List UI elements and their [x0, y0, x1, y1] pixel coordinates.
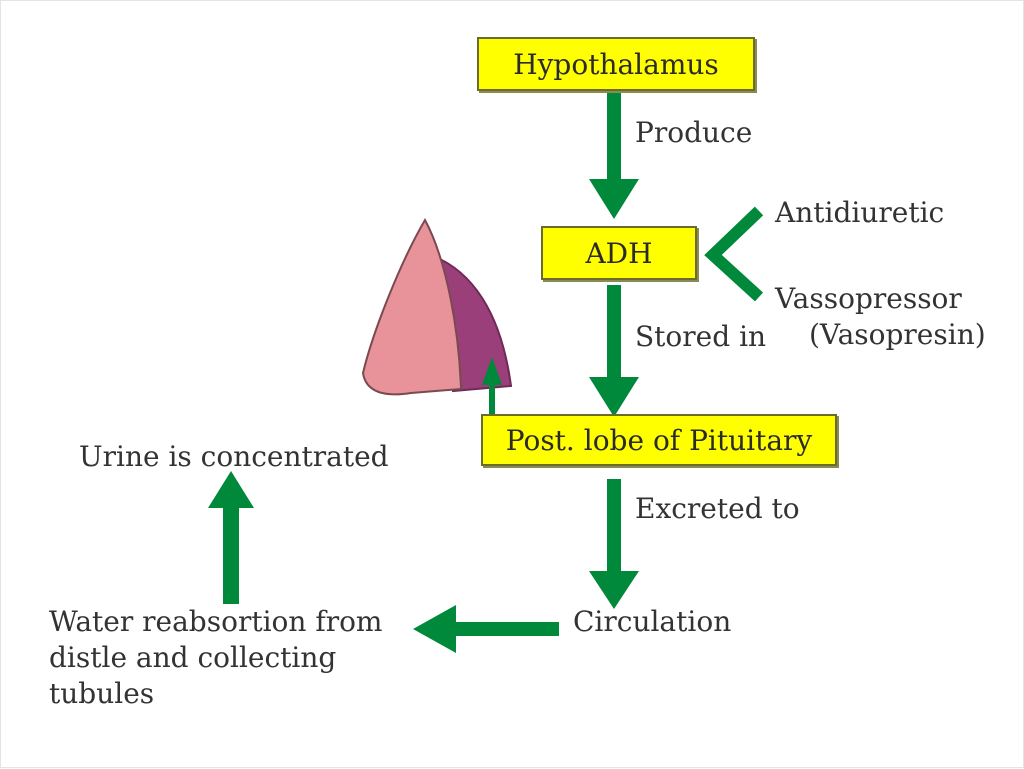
post-lobe-pituitary-box: Post. lobe of Pituitary [481, 414, 837, 466]
arrow-excreted-to [589, 479, 639, 609]
hypothalamus-label: Hypothalamus [513, 47, 719, 81]
arrow-produce [589, 93, 639, 219]
hypothalamus-box: Hypothalamus [477, 37, 755, 91]
circulation-label: Circulation [573, 605, 732, 638]
pituitary-gland-icon [361, 217, 513, 396]
water-reabsorption-line-1: Water reabsortion from [49, 605, 383, 638]
post-lobe-label: Post. lobe of Pituitary [505, 423, 813, 457]
water-reabsorption-line-2: distle and collecting [49, 641, 337, 674]
urine-concentrated-label: Urine is concentrated [79, 440, 389, 473]
vassopressor-label: Vassopressor [775, 282, 962, 315]
adh-box: ADH [541, 226, 697, 280]
water-reabsorption-label: Water reabsortion from distle and collec… [49, 604, 382, 712]
adh-label: ADH [585, 236, 653, 270]
arrow-to-water-reabsorption [413, 605, 559, 653]
adh-type-bracket [704, 206, 764, 302]
vasopresin-label: (Vasopresin) [809, 318, 986, 351]
produce-label: Produce [635, 116, 753, 149]
arrow-to-urine [208, 471, 254, 604]
gland-anterior-lobe [361, 217, 463, 396]
arrow-stored-in [589, 285, 639, 417]
stored-in-label: Stored in [635, 320, 767, 353]
excreted-to-label: Excreted to [635, 492, 800, 525]
water-reabsorption-line-3: tubules [49, 677, 155, 710]
antidiuretic-label: Antidiuretic [775, 196, 945, 229]
arrow-into-gland [482, 357, 502, 417]
